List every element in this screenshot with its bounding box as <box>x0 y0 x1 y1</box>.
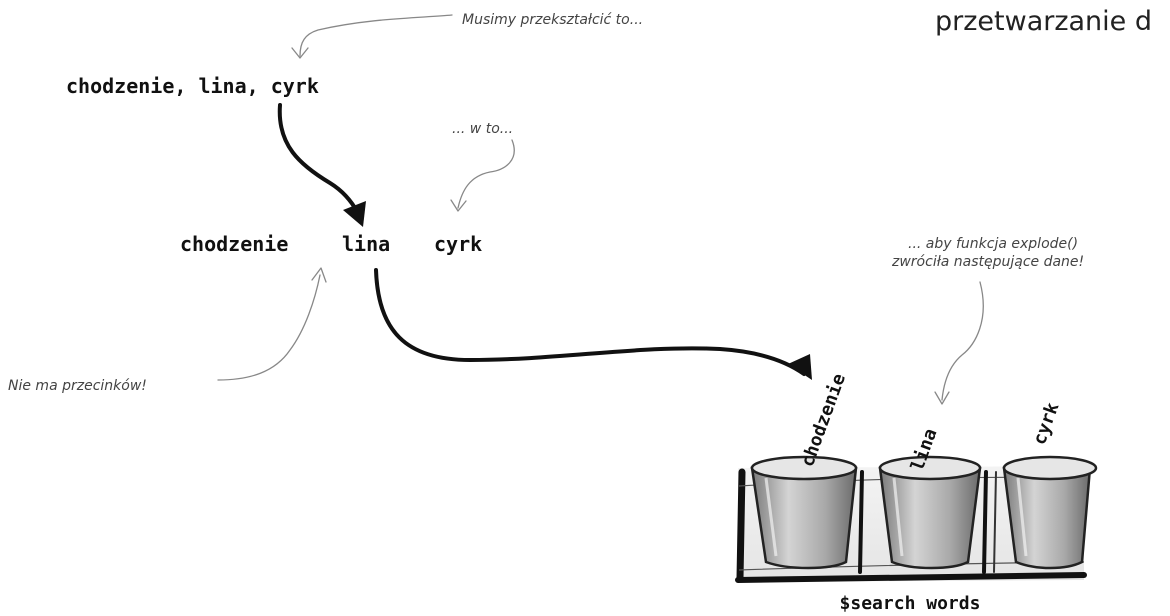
array-label: $search words <box>840 593 981 614</box>
arrow-split-icon <box>277 103 366 227</box>
split-word-chodzenie: chodzenie <box>180 232 288 256</box>
annotation-explode-line1: ... aby funkcja explode() <box>908 236 1078 252</box>
arrow-transform-icon <box>291 14 453 59</box>
split-word-cyrk: cyrk <box>434 232 482 256</box>
annotation-explode-line2: zwróciła następujące dane! <box>891 254 1084 270</box>
arrow-explode-icon <box>934 281 984 405</box>
array-slot-2 <box>1002 455 1098 570</box>
arrow-to-array-icon <box>374 268 812 380</box>
input-string: chodzenie, lina, cyrk <box>66 74 319 98</box>
split-word-lina: lina <box>342 232 390 256</box>
annotation-no-commas: Nie ma przecinków! <box>8 378 147 394</box>
annotation-into-this: ... w to... <box>452 121 513 137</box>
array-slot-1 <box>878 455 982 570</box>
annotation-transform: Musimy przekształcić to... <box>462 12 643 28</box>
array-item-chodzenie: chodzenie <box>797 371 850 470</box>
arrow-into-this-icon <box>450 139 515 212</box>
array-slot-0 <box>750 455 858 570</box>
arrow-no-commas-icon <box>217 267 327 381</box>
heading-text: przetwarzanie d <box>935 6 1152 37</box>
array-item-cyrk: cyrk <box>1029 400 1064 448</box>
